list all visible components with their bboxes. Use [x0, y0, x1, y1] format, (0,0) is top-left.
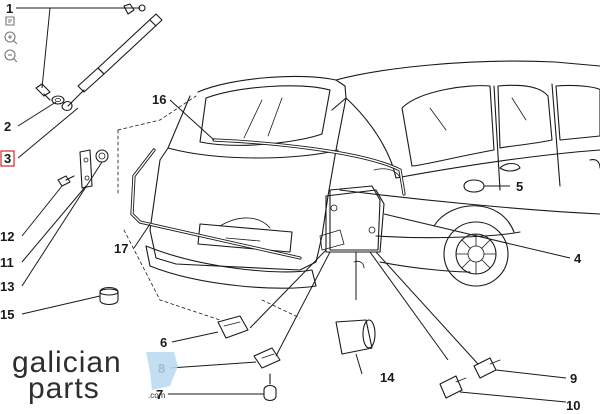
part-1-ball-stud-lower	[35, 83, 51, 101]
watermark-accent-shape	[146, 352, 178, 390]
zoom-in-icon[interactable]	[3, 30, 19, 46]
callout-15[interactable]: 15	[0, 307, 14, 322]
car-body-outline	[117, 60, 600, 321]
callout-17[interactable]: 17	[114, 241, 128, 256]
part-1-ball-stud-upper	[123, 3, 146, 15]
callout-4[interactable]: 4	[574, 251, 582, 266]
selected-callout-frame	[0, 150, 15, 167]
callout-14[interactable]: 14	[380, 370, 395, 385]
callout-11[interactable]: 11	[0, 255, 14, 270]
callout-16[interactable]: 16	[152, 92, 166, 107]
watermark-suffix: .com	[148, 391, 166, 400]
part-9-fastener	[473, 357, 501, 379]
watermark-line-1: galician	[12, 346, 122, 379]
part-6-switch	[217, 315, 249, 339]
callout-7[interactable]: 7	[156, 387, 163, 402]
part-11-bracket	[79, 149, 93, 189]
part-14-lock-cylinder	[335, 319, 376, 355]
callout-6[interactable]: 6	[160, 335, 167, 350]
part-8-connector	[253, 347, 281, 369]
part-10-fastener	[439, 375, 467, 399]
callout-12[interactable]: 12	[0, 229, 14, 244]
zoom-out-icon[interactable]	[3, 48, 19, 64]
callout-10[interactable]: 10	[566, 398, 580, 413]
part-2-washer	[51, 95, 65, 105]
part-3-gas-strut	[61, 13, 163, 112]
callout-9[interactable]: 9	[570, 371, 577, 386]
callout-13[interactable]: 13	[0, 279, 14, 294]
galicianparts-watermark: galician parts .com	[12, 346, 178, 405]
callout-5[interactable]: 5	[516, 179, 523, 194]
watermark-line-2: parts	[28, 372, 100, 405]
part-7-screw	[263, 373, 277, 402]
callout-labels: 1 2 3 12 11 13 15 16 17 5 4 6 8 7 14 9 1…	[0, 1, 582, 413]
part-15-plug	[99, 286, 119, 306]
part-17-side-seal-strip	[130, 148, 302, 260]
part-4-lock-assembly	[319, 189, 385, 269]
zoom-toolbar	[3, 14, 19, 64]
callout-3[interactable]: 3	[4, 151, 11, 166]
part-5-rubber-stop	[463, 179, 491, 193]
leader-lines	[16, 7, 571, 403]
part-16-upper-seal-strip	[212, 138, 406, 196]
callout-2[interactable]: 2	[4, 119, 11, 134]
fit-page-icon[interactable]	[3, 14, 17, 28]
callout-1[interactable]: 1	[6, 1, 13, 16]
part-13-grommet	[95, 149, 109, 163]
part-12-screw	[57, 175, 75, 187]
